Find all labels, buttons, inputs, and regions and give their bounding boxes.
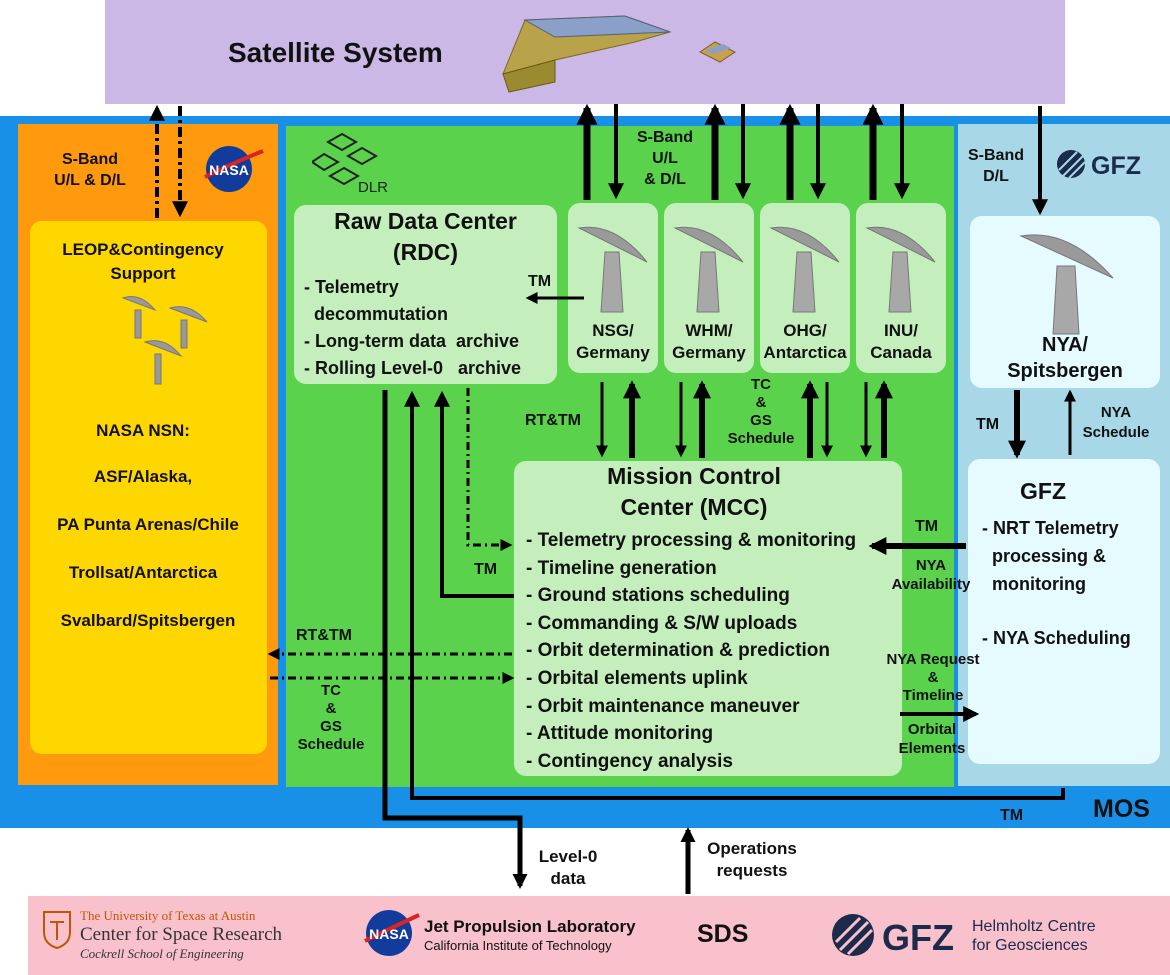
mcc-item: - Orbit maintenance maneuver <box>526 695 800 717</box>
mcc-item: - Contingency analysis <box>526 750 733 772</box>
rdc-item: - Long-term data archive <box>304 331 520 351</box>
arrow-gfz-tm-to-rdc <box>404 390 1065 800</box>
sds-label: SDS <box>697 920 749 948</box>
label-operations-requests: Operations requests <box>707 839 797 881</box>
rdc-item: - Rolling Level-0 archive <box>304 358 522 378</box>
label-tm-gfz-mcc: TM <box>915 518 939 535</box>
nasa-station-punta-arenas: PA Punta Arenas/Chile <box>57 515 239 534</box>
ut-shield-icon <box>43 911 71 950</box>
rdc-item: decommutation <box>304 304 449 324</box>
label-nya-availability: NYA Availability <box>891 557 971 593</box>
label-tc-gs-schedule: TC & GS Schedule <box>727 376 795 447</box>
label-nya-schedule: NYA Schedule <box>1082 404 1150 441</box>
gfz-sband-label: S-Band D/L <box>968 147 1024 185</box>
label-level0-data: Level-0 data <box>538 847 598 889</box>
nasa-antennas-icon <box>121 296 208 385</box>
mcc-item: - Attitude monitoring <box>526 723 714 745</box>
gfz-helmholtz-line2: for Geosciences <box>972 937 1088 954</box>
antenna-icon <box>865 226 936 313</box>
nasa-station-trollsat: Trollsat/Antarctica <box>68 563 218 582</box>
gfz-helmholtz-logo-icon: GFZ <box>832 914 954 958</box>
gfz-item-nya-scheduling: - NYA Scheduling <box>982 628 1131 648</box>
nasa-station-svalbard: Svalbard/Spitsbergen <box>60 611 236 630</box>
arrow-mcc-tm-to-rdc <box>434 390 514 598</box>
satellite-image <box>502 15 736 93</box>
antenna-icon <box>673 226 744 313</box>
nya-station-label: NYA/ Spitsbergen <box>1007 334 1123 382</box>
gfz-logo-icon: GFZ <box>1057 150 1141 180</box>
rdc-item: - Telemetry <box>304 277 399 297</box>
sds-panel <box>28 896 1170 975</box>
svg-text:GFZ: GFZ <box>882 917 954 958</box>
svg-text:NASA: NASA <box>369 926 409 942</box>
antenna-icon <box>1019 234 1114 335</box>
antenna-icon <box>769 226 840 313</box>
mcc-item: - Ground stations scheduling <box>526 585 790 607</box>
mcc-box <box>514 461 902 776</box>
label-tc-gs-nasa: TC & GS Schedule <box>297 682 365 753</box>
svg-text:DLR: DLR <box>358 179 388 196</box>
mos-label: MOS <box>1093 795 1150 823</box>
jpl-line1: Jet Propulsion Laboratory <box>424 917 636 936</box>
jpl-nasa-logo-icon: NASA <box>364 910 420 956</box>
rdc-items: - Telemetry decommutation - Long-term da… <box>304 274 521 382</box>
leop-support-box <box>30 221 267 754</box>
label-rt-tm-nasa: RT&TM <box>296 627 352 644</box>
nasa-nsn-title: NASA NSN: <box>96 421 190 440</box>
mcc-item: - Orbit determination & prediction <box>526 640 831 662</box>
label-orbital-elements: Orbital Elements <box>898 721 966 757</box>
csr-line2: Center for Space Research <box>80 924 283 945</box>
ground-station-whm-label: WHM/ Germany <box>672 321 746 363</box>
nasa-station-asf: ASF/Alaska, <box>93 467 193 486</box>
jpl-line2: California Institute of Technology <box>424 938 612 953</box>
gfz-box <box>968 459 1160 764</box>
arrow-level0-to-sds <box>382 390 528 889</box>
ground-station-nsg-label: NSG/ Germany <box>576 321 650 363</box>
rdc-box <box>294 205 557 384</box>
gfz-item-nrt: - NRT Telemetry processing & monitoring <box>982 518 1119 594</box>
ground-station-inu-label: INU/ Canada <box>870 321 932 363</box>
satellite-system-title: Satellite System <box>228 37 443 68</box>
csr-line3: Cockrell School of Engineering <box>80 946 244 961</box>
mcc-items: - Telemetry processing & monitoring - Ti… <box>526 527 856 775</box>
antenna-icon <box>577 226 648 313</box>
mcc-item: - Orbital elements uplink <box>526 667 748 689</box>
label-tm-nya: TM <box>976 416 1000 433</box>
nasa-logo-icon: NASA <box>204 146 264 192</box>
svg-text:GFZ: GFZ <box>1091 152 1141 180</box>
mcc-item: - Timeline generation <box>526 557 717 579</box>
mcc-item: - Telemetry processing & monitoring <box>526 530 857 551</box>
mcc-item: - Commanding & S/W uploads <box>526 612 798 634</box>
label-tm-rdc: TM <box>528 273 552 290</box>
csr-line1: The University of Texas at Austin <box>80 908 256 923</box>
mcc-title: Mission Control Center (MCC) <box>607 463 781 521</box>
label-rt-tm-gs: RT&TM <box>525 412 581 429</box>
dlr-sband-label: S-Band U/L & D/L <box>637 129 693 188</box>
gfz-helmholtz-line1: Helmholtz Centre <box>972 918 1096 935</box>
nasa-sband-label: S-Band U/L & D/L <box>54 151 126 189</box>
label-tm-mcc-rdc: TM <box>474 561 498 578</box>
svg-text:NASA: NASA <box>209 162 249 178</box>
gfz-title: GFZ <box>1020 478 1066 504</box>
label-nya-request-timeline: NYA Request & Timeline <box>886 651 980 704</box>
ground-station-ohg-label: OHG/ Antarctica <box>763 321 847 363</box>
dlr-logo-icon: DLR <box>312 132 388 196</box>
arrow-rdc-to-mcc-dashed <box>466 388 513 551</box>
leop-title: LEOP&Contingency Support <box>62 240 224 283</box>
label-tm-bottom: TM <box>1000 807 1024 824</box>
rdc-title: Raw Data Center (RDC) <box>334 208 517 266</box>
